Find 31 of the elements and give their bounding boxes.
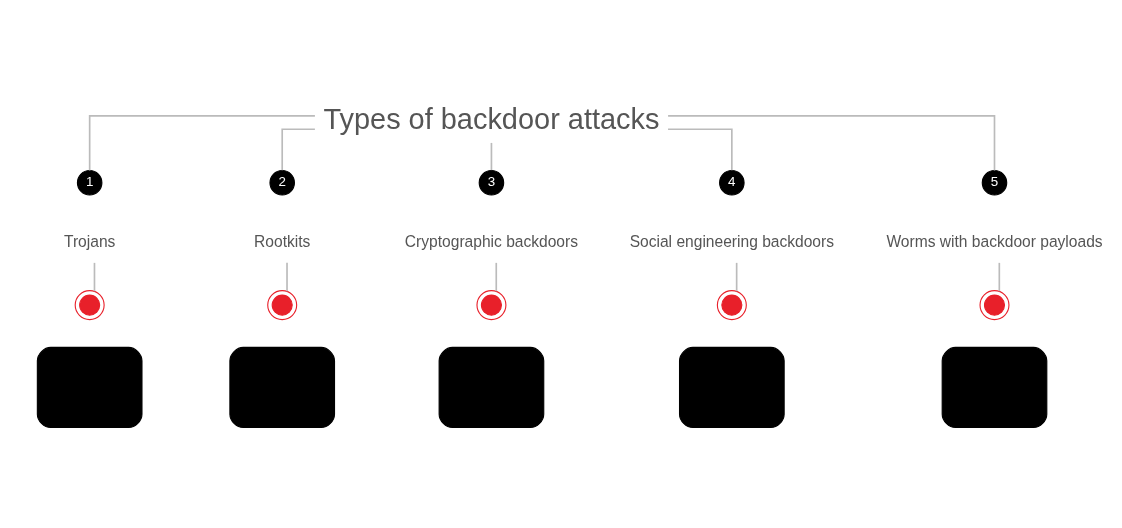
node-circle: 4 bbox=[719, 169, 745, 195]
node-circle: 3 bbox=[478, 169, 505, 195]
node-text: Rootkits bbox=[254, 232, 311, 250]
node-text: Social engineering backdoors bbox=[629, 232, 835, 250]
node-box bbox=[941, 346, 1048, 428]
node-text: Trojans bbox=[63, 232, 116, 250]
node-text: Types of backdoor attacks bbox=[323, 102, 660, 135]
connector bbox=[93, 261, 96, 292]
node-circle bbox=[267, 289, 298, 320]
connector bbox=[286, 261, 288, 292]
connector bbox=[667, 127, 733, 171]
node-box bbox=[678, 346, 785, 428]
connector bbox=[735, 261, 738, 292]
connector bbox=[998, 261, 1001, 292]
connector bbox=[495, 261, 498, 292]
connector bbox=[88, 114, 316, 171]
node-text: Cryptographic backdoors bbox=[404, 232, 579, 250]
node-box bbox=[36, 346, 143, 428]
connector bbox=[281, 127, 316, 171]
node-box bbox=[438, 346, 545, 428]
node-circle: 5 bbox=[981, 169, 1008, 195]
node-circle: 1 bbox=[76, 169, 103, 195]
node-text: Worms with backdoor payloads bbox=[886, 232, 1103, 250]
node-box bbox=[229, 346, 336, 428]
node-circle bbox=[716, 289, 747, 320]
node-circle: 2 bbox=[269, 169, 295, 195]
node-circle bbox=[476, 289, 507, 320]
node-circle bbox=[979, 289, 1010, 320]
node-circle bbox=[74, 289, 105, 320]
connector bbox=[490, 141, 493, 171]
connector bbox=[667, 114, 996, 171]
